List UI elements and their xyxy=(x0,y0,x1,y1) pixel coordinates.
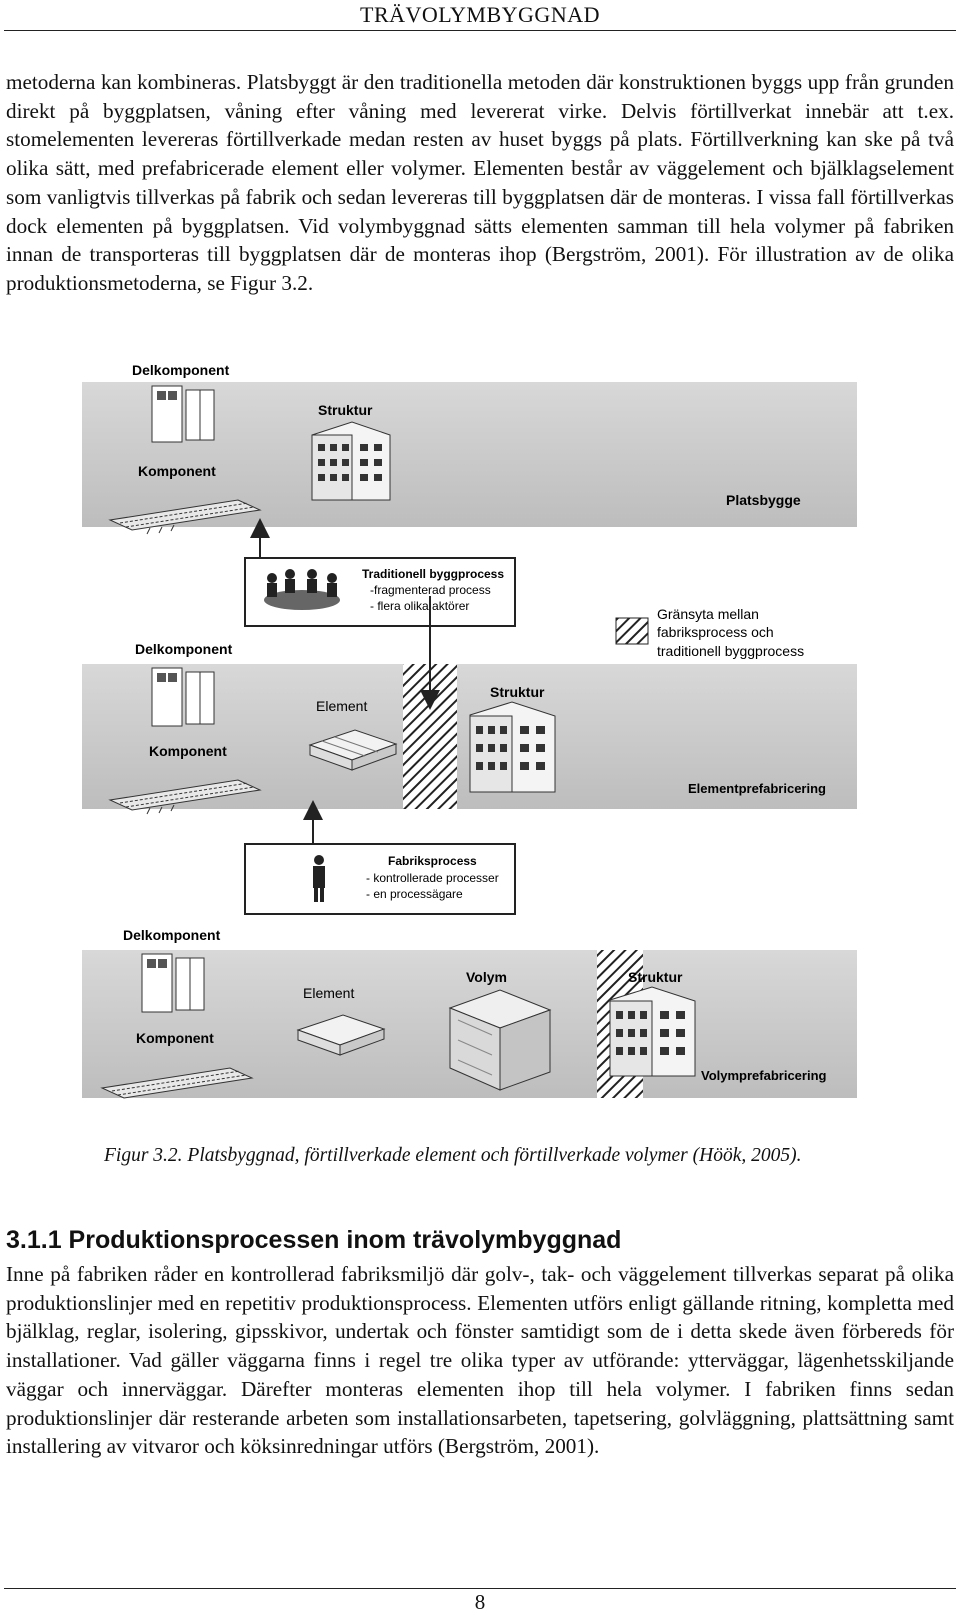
factory-process-box xyxy=(244,843,516,915)
panel1-struktur-label: Struktur xyxy=(318,402,373,418)
meeting-people-icon xyxy=(264,569,340,610)
panel1-komponent-label: Komponent xyxy=(138,463,216,479)
door-window-icon xyxy=(151,667,215,727)
panel3-method-label: Volymprefabricering xyxy=(701,1068,827,1083)
panel1-delkomponent-label: Delkomponent xyxy=(132,362,230,378)
traditional-box-line1: -fragmenterad process xyxy=(370,583,491,597)
footer-divider xyxy=(4,1588,956,1589)
legend-line2: fabriksprocess och xyxy=(657,624,774,640)
hatch-legend-swatch xyxy=(615,617,649,645)
panel2-element-label: Element xyxy=(316,698,367,714)
production-methods-diagram: Delkomponent Komponent Struktur Platsbyg… xyxy=(82,362,857,1099)
traditional-box-line2: - flera olika aktörer xyxy=(370,599,469,613)
factory-box-line2: - en processägare xyxy=(366,887,463,901)
panel3-element-label: Element xyxy=(303,985,354,1001)
door-window-icon xyxy=(151,385,215,443)
volume-module-icon xyxy=(448,989,552,1091)
intro-paragraph: metoderna kan kombineras. Platsbyggt är … xyxy=(6,70,954,295)
door-window-icon xyxy=(141,953,205,1013)
panel3-volym-label: Volym xyxy=(466,969,507,985)
page-number: 8 xyxy=(474,1590,486,1614)
figure-3-2: Delkomponent Komponent Struktur Platsbyg… xyxy=(60,360,900,1140)
element-stack-icon xyxy=(296,1014,386,1056)
factory-box-title: Fabriksprocess xyxy=(388,854,477,868)
panel1-method-label: Platsbygge xyxy=(726,492,801,508)
building-icon xyxy=(469,701,556,793)
panel2-struktur-label: Struktur xyxy=(490,684,545,700)
building-icon xyxy=(609,986,696,1077)
factory-box-line1: - kontrollerade processer xyxy=(366,871,499,885)
lumber-pile-icon xyxy=(100,1067,254,1099)
figure-caption: Figur 3.2. Platsbyggnad, förtillverkade … xyxy=(104,1145,802,1166)
legend-line3: traditionell byggprocess xyxy=(657,643,804,659)
panel3-komponent-label: Komponent xyxy=(136,1030,214,1046)
body-paragraph: Inne på fabriken råder en kontrollerad f… xyxy=(6,1262,954,1459)
panel2-delkomponent-label: Delkomponent xyxy=(135,641,233,657)
panel2-komponent-label: Komponent xyxy=(149,743,227,759)
panel3-delkomponent-label: Delkomponent xyxy=(123,927,221,943)
building-icon xyxy=(311,421,391,501)
panel2-method-label: Elementprefabricering xyxy=(688,781,826,796)
person-icon xyxy=(313,855,325,902)
traditional-box-title: Traditionell byggprocess xyxy=(362,567,504,581)
page-header: TRÄVOLYMBYGGNAD xyxy=(360,2,600,27)
header-divider xyxy=(4,30,956,31)
legend-line1: Gränsyta mellan xyxy=(657,606,759,622)
lumber-pile-icon xyxy=(108,779,262,815)
lumber-pile-icon xyxy=(108,499,262,535)
element-stack-icon xyxy=(308,729,398,771)
panel3-struktur-label: Struktur xyxy=(628,969,683,985)
section-heading: 3.1.1 Produktionsprocessen inom trävolym… xyxy=(6,1226,622,1254)
